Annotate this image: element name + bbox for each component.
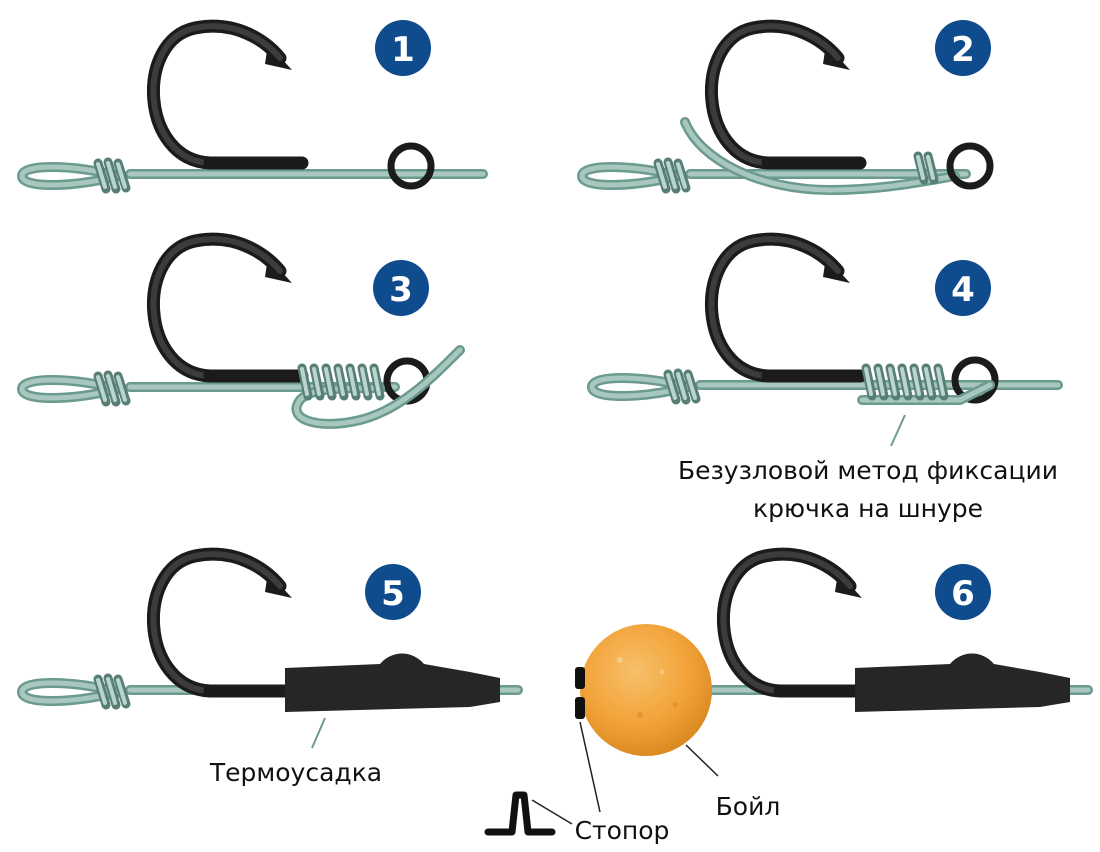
- step-badge-5: 5: [365, 564, 421, 620]
- wraps: [861, 363, 949, 401]
- wraps: [297, 363, 385, 401]
- boilie: [580, 624, 712, 756]
- shrink-tube: [285, 653, 500, 712]
- knotless-pointer: [890, 414, 906, 447]
- knotless-caption-line2: крючка на шнуре: [753, 494, 983, 523]
- step-5-illustration: [22, 554, 523, 749]
- knotless-caption-line1: Безузловой метод фиксации: [678, 456, 1058, 485]
- boilie-caption: Бойл: [716, 792, 781, 821]
- step-2-illustration: [582, 26, 994, 195]
- step-number: 2: [951, 30, 975, 70]
- step-3-illustration: [22, 239, 465, 429]
- step-number: 4: [951, 270, 975, 310]
- stopper-piece: [575, 697, 585, 719]
- step-number: 6: [951, 574, 975, 614]
- stopper-caption: Стопор: [575, 816, 670, 845]
- step-badge-3: 3: [373, 260, 429, 316]
- shrink-tube-pointer: [311, 717, 326, 749]
- stopper-icon-pointer: [531, 799, 573, 825]
- step-number: 3: [389, 270, 413, 310]
- step-badge-4: 4: [935, 260, 991, 316]
- stopper-piece: [575, 667, 585, 689]
- step-6-illustration: [484, 554, 1093, 836]
- hook-eye: [387, 142, 435, 190]
- step-badge-2: 2: [935, 20, 991, 76]
- hook-eye: [951, 356, 999, 404]
- step-number: 1: [391, 30, 415, 70]
- stopper-pointer: [579, 721, 601, 813]
- step-1-illustration: [22, 26, 488, 190]
- hook-eye: [946, 142, 994, 190]
- shrink-tube: [855, 653, 1070, 712]
- step-badge-1: 1: [375, 20, 431, 76]
- step-number: 5: [381, 574, 405, 614]
- stopper-icon: [484, 791, 556, 836]
- shrink-tube-caption: Термоусадка: [209, 758, 382, 787]
- boilie-pointer: [685, 744, 719, 777]
- step-4-illustration: [592, 239, 1063, 447]
- step-badge-6: 6: [935, 564, 991, 620]
